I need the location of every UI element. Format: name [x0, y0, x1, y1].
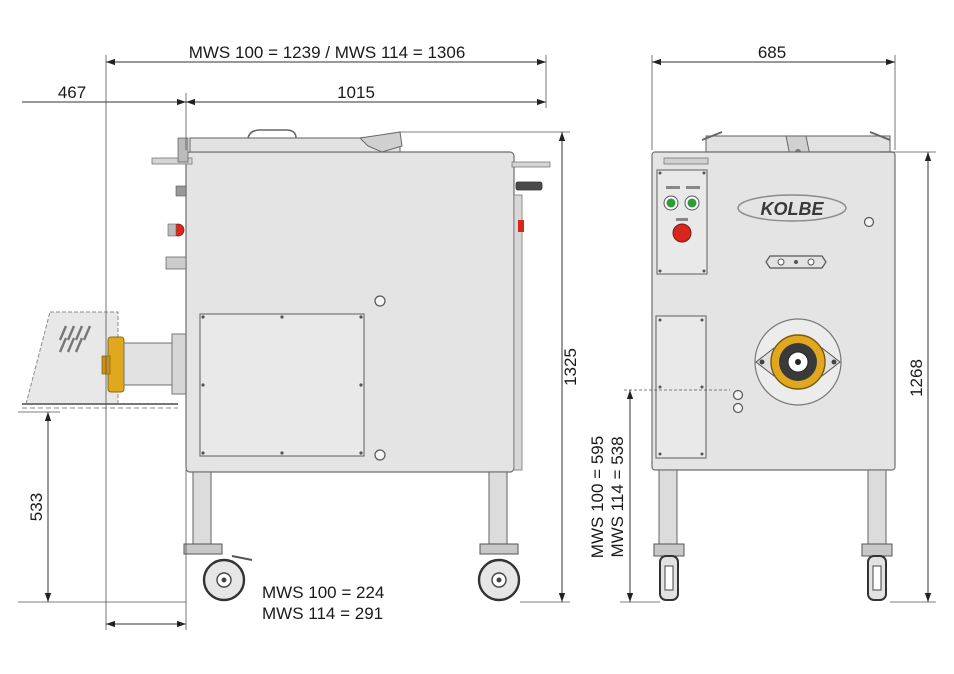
dim-feed-height: 533	[27, 493, 46, 521]
dim-body-length: 1015	[337, 83, 375, 102]
start-button[interactable]	[687, 198, 697, 208]
caster-wheel	[477, 543, 521, 602]
dim-total-length: MWS 100 = 1239 / MWS 114 = 1306	[189, 43, 466, 62]
caster-wheel	[183, 543, 253, 602]
grinder-head	[101, 333, 187, 395]
dim-outlet-height-2: MWS 114 = 538	[608, 436, 627, 557]
front-leg-right	[867, 469, 887, 547]
side-dimensions	[18, 55, 570, 630]
side-service-panel	[199, 313, 365, 457]
dim-side-height: 1325	[561, 348, 580, 386]
front-service-panel	[655, 315, 707, 459]
grinder-outlet	[754, 318, 842, 406]
dim-outlet-offset-2: MWS 114 = 291	[262, 604, 383, 623]
front-view: KOLBE	[620, 55, 936, 603]
caster-wheel	[653, 543, 685, 601]
dim-front-height: 1268	[907, 359, 926, 397]
front-leg-left	[658, 469, 678, 547]
control-panel	[656, 169, 708, 275]
side-view	[18, 55, 570, 630]
brand-badge: KOLBE	[737, 194, 847, 222]
dim-outlet-height-1: MWS 100 = 595	[588, 436, 607, 558]
brand-logo: KOLBE	[761, 199, 825, 219]
side-leg-right	[488, 471, 508, 545]
front-dimensions	[620, 55, 936, 603]
front-body	[651, 151, 896, 471]
front-bracket	[765, 255, 827, 269]
dim-head-overhang: 467	[58, 83, 86, 102]
dim-front-width: 685	[758, 43, 786, 62]
side-controls	[165, 185, 187, 270]
side-lid	[151, 129, 551, 168]
start-button[interactable]	[666, 198, 676, 208]
caster-wheel	[861, 543, 893, 601]
stop-button[interactable]	[672, 223, 692, 243]
feed-tray	[22, 311, 178, 409]
dim-outlet-offset-1: MWS 100 = 224	[262, 583, 384, 602]
side-leg-left	[192, 471, 212, 551]
